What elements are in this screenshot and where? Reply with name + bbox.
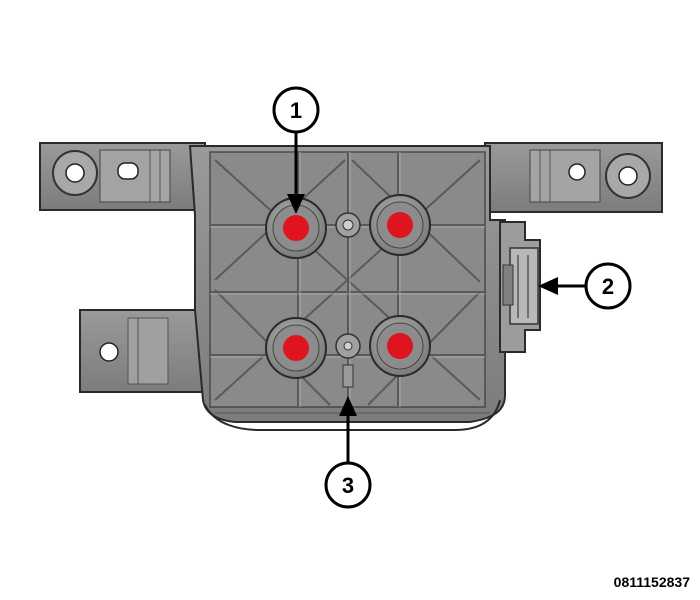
red-mount-point bbox=[387, 212, 413, 238]
left-top-slot bbox=[117, 162, 139, 180]
left-bottom-bolt-hole bbox=[99, 342, 119, 362]
left-bottom-mounting-ear bbox=[79, 309, 216, 393]
red-mount-point bbox=[387, 333, 413, 359]
mounting-boss-lower-right bbox=[369, 315, 431, 377]
callout-1-label: 1 bbox=[290, 98, 302, 123]
mounting-boss-upper-right bbox=[369, 194, 431, 256]
callout-1: 1 bbox=[272, 86, 320, 214]
mounting-boss-lower-left bbox=[265, 317, 327, 379]
mounting-boss-upper-left bbox=[265, 197, 327, 259]
callout-2: 2 bbox=[538, 262, 632, 310]
right-top-mounting-ear bbox=[484, 142, 663, 213]
callout-3-label: 3 bbox=[342, 473, 354, 498]
callout-2-label: 2 bbox=[602, 274, 614, 299]
figure-id: 0811152837 bbox=[613, 574, 690, 590]
right-top-small-hole bbox=[568, 163, 586, 181]
callout-3: 3 bbox=[324, 396, 372, 509]
electrical-connector bbox=[499, 221, 541, 353]
locator-tab bbox=[342, 364, 354, 388]
left-top-mounting-ear bbox=[39, 142, 206, 211]
red-mount-point bbox=[283, 335, 309, 361]
red-mount-point bbox=[283, 215, 309, 241]
module-housing bbox=[188, 145, 506, 431]
